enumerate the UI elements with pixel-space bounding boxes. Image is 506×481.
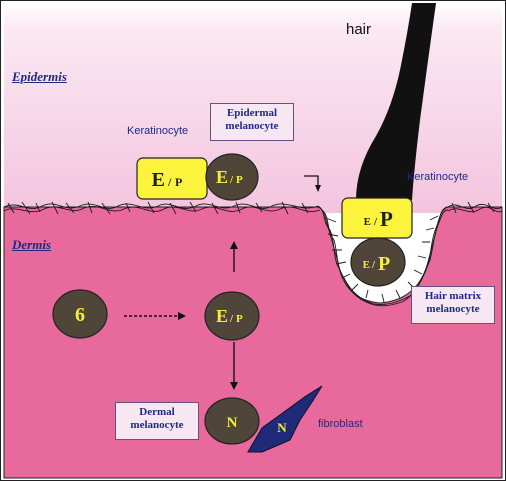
epidermal-melanocyte-label: Epidermal melanocyte [210,103,294,141]
fibroblast-label: fibroblast [318,418,363,430]
arrow-down [230,342,238,390]
keratinocyte-epidermis-cell: E / P [136,157,208,200]
keratinocyte-label-right: Keratinocyte [407,171,469,183]
cell-separator: / [371,259,376,271]
keratinocyte-hair-cell: E / P [341,197,413,239]
cell-small-letter: E [363,259,370,271]
label-line: melanocyte [426,303,480,315]
cell-text: N [277,420,287,435]
arrow-bent [304,175,321,192]
fibroblast-cell: N [247,385,323,453]
cell-separator: / [229,174,234,186]
arrow-dashed [124,312,186,320]
cell-separator: / [167,175,172,189]
cell-big-letter: P [378,253,390,275]
label-line: Hair matrix [424,290,482,302]
cell-big-letter: E [152,169,165,191]
cell-separator: / [229,313,234,325]
hair-shaft [356,3,436,200]
dermal-melanocyte-label: Dermal melanocyte [115,402,199,440]
melanocyte-epidermis-cell: E / P [205,153,259,201]
label-line: Dermal [139,406,175,418]
cell-big-letter: P [380,207,393,231]
cell-separator: / [373,216,378,228]
hair-matrix-melanocyte-label: Hair matrix melanocyte [411,286,495,324]
precursor-cell: 6 [52,289,108,339]
dermal-melanocyte-cell: N [204,397,260,445]
melanocyte-dermis-cell: E / P [204,291,260,341]
cell-small-letter: P [236,174,243,186]
epidermis-label: Epidermis [12,69,67,84]
cell-text: N [227,415,238,431]
label-line: Epidermal [226,107,278,119]
dermis-label: Dermis [12,237,51,252]
cell-small-letter: E [364,216,371,228]
cell-small-letter: P [175,175,182,189]
basement-membrane [3,201,503,307]
cell-big-letter: E [216,306,228,326]
label-line: melanocyte [130,419,184,431]
cell-small-letter: P [236,313,243,325]
cell-big-letter: E [216,167,228,187]
cell-text: 6 [75,304,85,326]
melanocyte-hair-cell: E / P [350,237,406,287]
arrow-up [230,241,238,272]
label-line: melanocyte [225,120,279,132]
hair-label: hair [346,21,372,38]
keratinocyte-label-left: Keratinocyte [127,125,189,137]
